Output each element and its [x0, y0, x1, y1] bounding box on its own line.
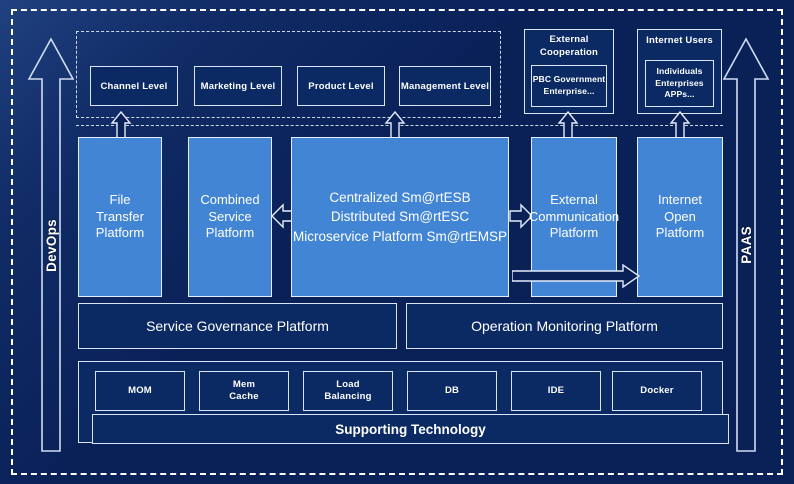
tech-box-load-balancing-line1: Load [336, 378, 360, 390]
core-platform-label: Centralized Sm@rtESB Distributed Sm@rtES… [293, 188, 507, 245]
supporting-technology-banner-label: Supporting Technology [335, 421, 486, 437]
tech-box-docker[interactable]: Docker [612, 371, 702, 411]
tech-box-db[interactable]: DB [407, 371, 497, 411]
connector-arrow-core-to-internet-open [511, 263, 641, 293]
external-communication-line2: Communication [528, 208, 620, 224]
file-transfer-platform-box[interactable]: File Transfer Platform [78, 137, 162, 297]
level-box-channel[interactable]: Channel Level [90, 66, 178, 106]
core-platform-line1: Centralized Sm@rtESB [329, 190, 471, 206]
internet-open-line2: Open [664, 208, 696, 224]
business-levels-group [76, 31, 501, 118]
external-cooperation-title-line2: Cooperation [539, 46, 599, 58]
tech-box-db-line1: DB [444, 384, 460, 396]
supporting-technology-banner[interactable]: Supporting Technology [92, 414, 729, 444]
devops-arrow-shape [27, 37, 75, 452]
level-box-product-label: Product Level [308, 80, 374, 92]
operation-monitoring-platform-box[interactable]: Operation Monitoring Platform [406, 303, 723, 349]
external-cooperation-inner-box[interactable]: PBC Government Enterprise... [531, 65, 607, 107]
devops-arrow-label: DevOps [43, 218, 59, 272]
service-governance-platform-label: Service Governance Platform [146, 318, 329, 334]
core-platform-box[interactable]: Centralized Sm@rtESB Distributed Sm@rtES… [291, 137, 509, 297]
internet-open-platform-box[interactable]: Internet Open Platform [637, 137, 723, 297]
file-transfer-platform-label: File Transfer Platform [96, 192, 144, 242]
file-transfer-line2: Transfer [96, 208, 144, 224]
devops-arrow: DevOps [26, 35, 76, 455]
paas-arrow-label: PAAS [738, 226, 754, 264]
external-communication-platform-label: External Communication Platform [529, 192, 619, 242]
level-box-management[interactable]: Management Level [399, 66, 491, 106]
tech-box-mem-cache-line2: Cache [229, 391, 259, 402]
operation-monitoring-platform-label: Operation Monitoring Platform [471, 318, 658, 334]
file-transfer-line1: File [109, 192, 131, 208]
file-transfer-line3: Platform [95, 225, 145, 241]
core-platform-line2: Distributed Sm@rtESC [330, 209, 470, 225]
internet-open-line3: Platform [655, 225, 705, 241]
external-cooperation-inner-line2: Enterprise... [543, 86, 595, 96]
paas-arrow-shape [722, 37, 770, 452]
tech-box-docker-label: Docker [640, 385, 673, 397]
core-platform-line3: Microservice Platform Sm@rtEMSP [293, 228, 507, 244]
internet-users-inner-line1: Individuals [656, 65, 703, 76]
level-box-management-label: Management Level [400, 80, 490, 92]
internet-open-line1: Internet [657, 192, 703, 208]
paas-arrow: PAAS [721, 35, 771, 455]
external-cooperation-title-line1: External [549, 34, 589, 45]
internet-users-inner-box[interactable]: Individuals Enterprises APPs... [645, 60, 714, 107]
tech-box-mem-cache[interactable]: Mem Cache [199, 371, 289, 411]
tech-box-ide-line1: IDE [547, 384, 565, 396]
tech-box-load-balancing-line2: Balancing [324, 391, 372, 402]
tech-box-ide-label: IDE [548, 385, 564, 397]
tech-box-load-balancing[interactable]: Load Balancing [303, 371, 393, 411]
tech-box-mem-cache-line1: Mem [232, 378, 256, 390]
level-box-marketing[interactable]: Marketing Level [194, 66, 282, 106]
combined-service-line3: Platform [205, 225, 255, 241]
external-cooperation-inner-text: PBC Government Enterprise... [533, 74, 606, 97]
combined-service-platform-box[interactable]: Combined Service Platform [188, 137, 272, 297]
tech-box-ide[interactable]: IDE [511, 371, 601, 411]
internet-open-platform-label: Internet Open Platform [656, 192, 704, 242]
internet-users-title: Internet Users [646, 35, 713, 46]
internet-users-inner-text: Individuals Enterprises APPs... [655, 66, 703, 102]
external-cooperation-title: External Cooperation [540, 34, 598, 59]
external-communication-line3: Platform [549, 225, 599, 241]
level-box-channel-label: Channel Level [100, 80, 168, 92]
tech-box-mom-label: MOM [128, 385, 152, 397]
connector-arrow-core-to-external-communication [509, 203, 533, 234]
internet-users-inner-line2: Enterprises [655, 77, 704, 88]
tech-box-db-label: DB [445, 385, 459, 397]
internet-users-inner-line3: APPs... [664, 89, 695, 100]
tech-box-load-balancing-label: Load Balancing [324, 379, 371, 404]
level-box-product[interactable]: Product Level [297, 66, 385, 106]
tech-box-mom[interactable]: MOM [95, 371, 185, 411]
combined-service-platform-label: Combined Service Platform [200, 192, 259, 242]
combined-service-line1: Combined [200, 192, 260, 208]
tech-box-docker-line1: Docker [640, 384, 674, 396]
outer-dashed-frame [11, 9, 783, 475]
level-box-marketing-label: Marketing Level [200, 80, 276, 92]
tech-box-mem-cache-label: Mem Cache [229, 379, 259, 404]
service-governance-platform-box[interactable]: Service Governance Platform [78, 303, 397, 349]
external-cooperation-inner-line1: PBC Government [532, 74, 606, 85]
tech-box-mom-line1: MOM [128, 384, 152, 396]
external-communication-line1: External [550, 192, 598, 208]
combined-service-line2: Service [208, 208, 252, 224]
